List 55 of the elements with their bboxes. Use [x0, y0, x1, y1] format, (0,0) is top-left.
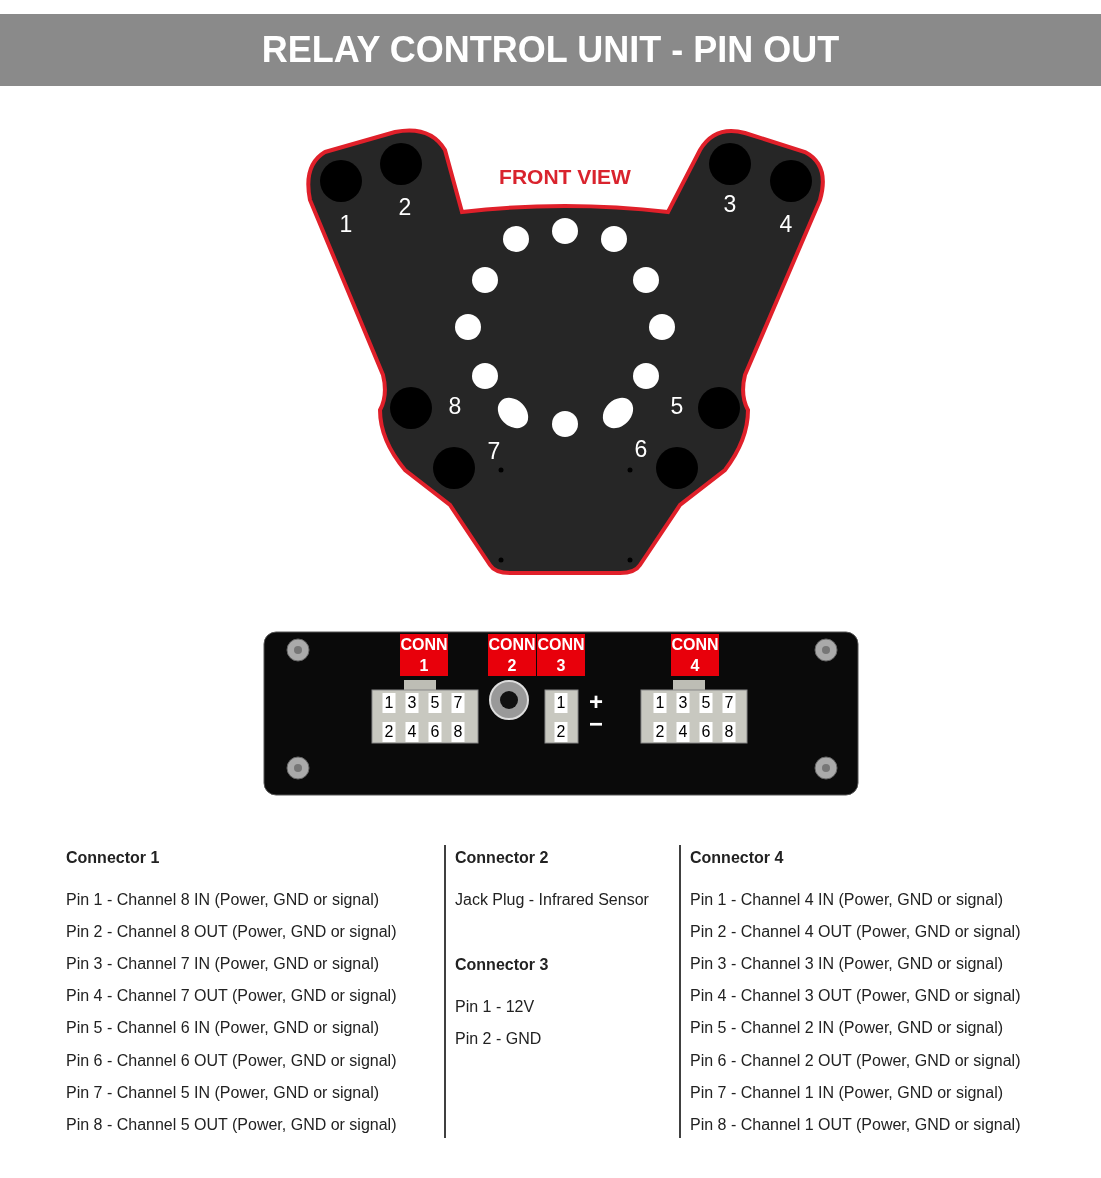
- button-number: 2: [398, 193, 412, 221]
- pin-description: Pin 1 - 12V: [455, 998, 535, 1016]
- pin-description: Pin 5 - Channel 2 IN (Power, GND or signal): [690, 1019, 1003, 1038]
- pin-number: 1: [653, 693, 667, 713]
- pin-description: Pin 6 - Channel 6 OUT (Power, GND or signal): [66, 1051, 397, 1070]
- pin-number: 5: [699, 693, 713, 713]
- pin-description: Jack Plug - Infrared Sensor: [455, 891, 649, 909]
- section-heading: Connector 2: [455, 849, 549, 867]
- pin-number: 8: [722, 722, 736, 742]
- pin-number: 4: [676, 722, 690, 742]
- pin-number: 7: [451, 693, 465, 713]
- connector-tag: CONN 2: [488, 634, 536, 676]
- pin-description: Pin 4 - Channel 7 OUT (Power, GND or signal): [66, 987, 397, 1006]
- button-number: 1: [339, 210, 353, 238]
- button-number: 3: [723, 190, 737, 218]
- section-heading: Connector 4: [690, 849, 784, 867]
- button-number: 4: [779, 210, 793, 238]
- pin-description: Pin 2 - GND: [455, 1030, 542, 1048]
- button-number: 8: [448, 392, 462, 420]
- pin-description: Pin 3 - Channel 7 IN (Power, GND or signal): [66, 955, 379, 974]
- button-number: 5: [670, 392, 684, 420]
- connector-tag: CONN 3: [537, 634, 585, 676]
- button-number: 7: [487, 437, 501, 465]
- pin-description: Pin 5 - Channel 6 IN (Power, GND or signal): [66, 1019, 379, 1038]
- connector-tag: CONN 4: [671, 634, 719, 676]
- pin-number: 1: [554, 693, 568, 713]
- pin-description: Pin 1 - Channel 4 IN (Power, GND or signal): [690, 891, 1003, 909]
- pin-number: 2: [554, 722, 568, 742]
- pin-description: Pin 2 - Channel 4 OUT (Power, GND or signal): [690, 923, 1021, 942]
- view-caption: FRONT VIEW: [499, 165, 631, 189]
- pin-description: Pin 6 - Channel 2 OUT (Power, GND or signal): [690, 1051, 1021, 1070]
- pin-number: 2: [382, 722, 396, 742]
- pin-number: 4: [405, 722, 419, 742]
- pin-description: Pin 8 - Channel 5 OUT (Power, GND or signal): [66, 1115, 397, 1134]
- pin-description: Pin 3 - Channel 3 IN (Power, GND or signal): [690, 955, 1003, 974]
- connector-tag: CONN 1: [400, 634, 448, 676]
- pin-number: 7: [722, 693, 736, 713]
- pin-number: 3: [405, 693, 419, 713]
- pin-number: 6: [699, 722, 713, 742]
- pin-number: 2: [653, 722, 667, 742]
- pin-number: 8: [451, 722, 465, 742]
- pin-description: Pin 8 - Channel 1 OUT (Power, GND or signal): [690, 1115, 1021, 1134]
- pin-description: Pin 4 - Channel 3 OUT (Power, GND or signal): [690, 987, 1021, 1006]
- pin-description: Pin 7 - Channel 5 IN (Power, GND or signal): [66, 1083, 379, 1102]
- pin-description: Pin 1 - Channel 8 IN (Power, GND or signal): [66, 891, 379, 909]
- section-heading: Connector 3: [455, 956, 549, 974]
- pin-number: 5: [428, 693, 442, 713]
- section-heading: Connector 1: [66, 849, 160, 867]
- pin-description: Pin 2 - Channel 8 OUT (Power, GND or signal): [66, 923, 397, 942]
- pin-description: Pin 7 - Channel 1 IN (Power, GND or signal): [690, 1083, 1003, 1102]
- button-number: 6: [634, 435, 648, 463]
- pin-number: 6: [428, 722, 442, 742]
- pin-number: 1: [382, 693, 396, 713]
- title-banner: RELAY CONTROL UNIT - PIN OUT: [0, 14, 1101, 86]
- pin-number: 3: [676, 693, 690, 713]
